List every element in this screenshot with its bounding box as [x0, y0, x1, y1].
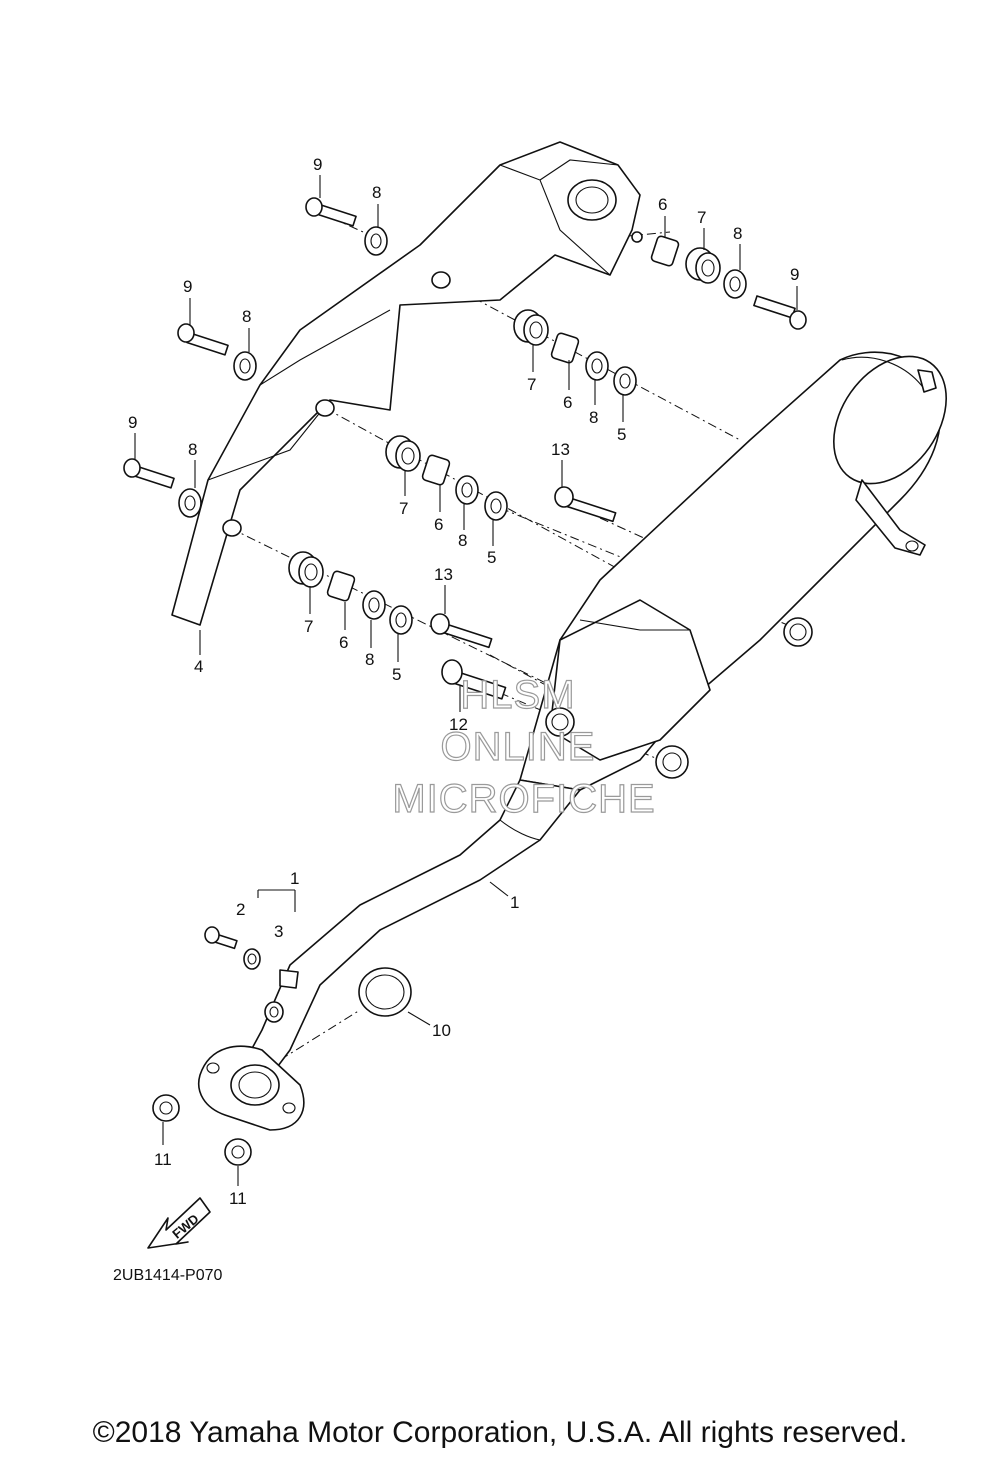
callout-6: 6	[563, 393, 572, 412]
washer-8d	[585, 351, 609, 381]
nut-11a	[152, 1094, 180, 1122]
muffler-cover	[171, 141, 643, 626]
collar-6a	[650, 235, 680, 267]
gasket-10	[358, 967, 412, 1017]
washer-8a	[364, 226, 388, 256]
muffler	[519, 351, 947, 791]
nut-upper	[264, 1001, 284, 1023]
callout-7: 7	[304, 617, 313, 636]
callout-13: 13	[551, 440, 570, 459]
callout-8: 8	[733, 224, 742, 243]
collar-6c	[421, 454, 451, 486]
callout-5: 5	[617, 425, 626, 444]
callout-8: 8	[458, 531, 467, 550]
callout-11: 11	[154, 1150, 172, 1169]
callout-7: 7	[527, 375, 536, 394]
callout-6: 6	[339, 633, 348, 652]
exhaust-pipe	[198, 779, 581, 1131]
washer-5c	[389, 605, 413, 635]
washer-8b	[723, 269, 747, 299]
washer-8g	[362, 590, 386, 620]
washer-3	[243, 948, 261, 970]
callout-1: 1	[290, 869, 299, 888]
bolt-12	[441, 659, 507, 700]
watermark-line-2: ONLINE	[441, 725, 596, 769]
washer-5a	[613, 366, 637, 396]
collar-6d	[326, 570, 356, 602]
bolt-2	[204, 926, 238, 950]
callout-8: 8	[372, 183, 381, 202]
bolt-13b	[430, 613, 493, 649]
callout-8: 8	[589, 408, 598, 427]
callout-2: 2	[236, 900, 245, 919]
callout-13: 13	[434, 565, 453, 584]
washer-8c	[233, 351, 257, 381]
bolt-9c	[177, 323, 229, 356]
damper-7d	[288, 551, 324, 588]
damper-7c	[385, 435, 421, 472]
leader-lines	[134, 175, 798, 1186]
washer-5b	[484, 491, 508, 521]
bolt-9a	[305, 197, 357, 227]
callout-5: 5	[487, 548, 496, 567]
callout-7: 7	[697, 208, 706, 227]
callout-9: 9	[128, 413, 137, 432]
fwd-arrow: FWD	[147, 1197, 211, 1249]
washer-8e	[178, 488, 202, 518]
callout-10: 10	[432, 1021, 451, 1040]
callout-12: 12	[449, 715, 468, 734]
watermark-line-1: HLSM	[460, 673, 575, 717]
damper-7a	[685, 247, 721, 284]
nut-11b	[224, 1138, 252, 1166]
washer-8f	[455, 475, 479, 505]
callout-8: 8	[188, 440, 197, 459]
callout-8: 8	[242, 307, 251, 326]
hardware	[123, 197, 807, 1166]
damper-7b	[513, 309, 549, 346]
callout-9: 9	[183, 277, 192, 296]
callouts: 9 8 6 7 8 9 9 8 7 6 8 5 9 8 13 7 6 8 5 1…	[128, 155, 799, 1208]
bolt-13a	[554, 486, 617, 523]
callout-4: 4	[194, 657, 203, 676]
callout-11: 11	[229, 1189, 247, 1208]
watermark-line-3: MICROFICHE	[392, 777, 655, 821]
watermark: HLSM ONLINE MICROFICHE	[392, 672, 656, 821]
callout-1: 1	[510, 893, 519, 912]
callout-6: 6	[434, 515, 443, 534]
bolt-9d	[123, 458, 175, 489]
callout-3: 3	[274, 922, 283, 941]
callout-9: 9	[790, 265, 799, 284]
callout-7: 7	[399, 499, 408, 518]
callout-9: 9	[313, 155, 322, 174]
callout-6: 6	[658, 195, 667, 214]
copyright-notice: ©2018 Yamaha Motor Corporation, U.S.A. A…	[93, 1416, 908, 1449]
diagram-code: 2UB1414-P070	[113, 1267, 223, 1284]
callout-5: 5	[392, 665, 401, 684]
collar-6b	[550, 332, 580, 364]
callout-8: 8	[365, 650, 374, 669]
bolt-9b	[753, 295, 807, 330]
